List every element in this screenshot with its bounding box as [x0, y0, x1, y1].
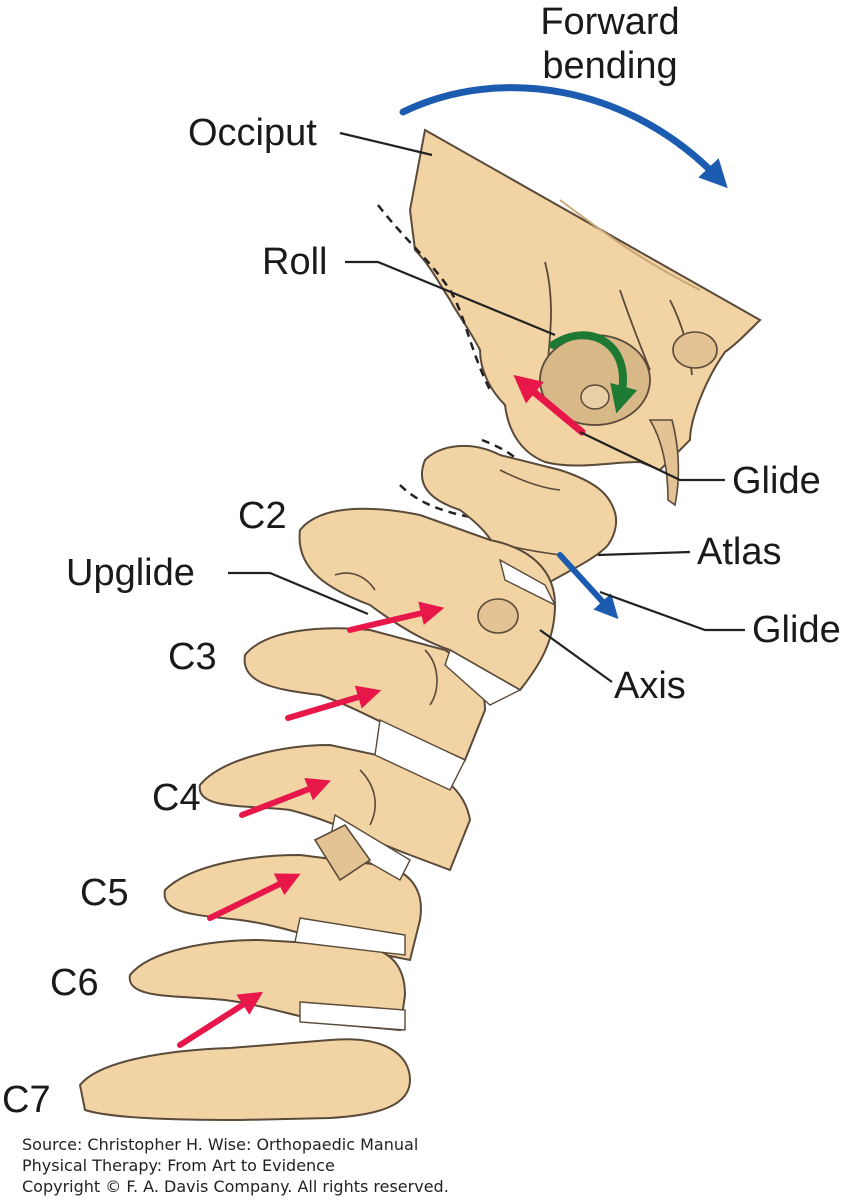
- disc-c3-c4: [374, 718, 466, 791]
- axis-bone: [298, 507, 557, 692]
- disc-c6-c7: [299, 1001, 406, 1031]
- axis-label: Axis: [614, 665, 686, 707]
- disc-c5-c6: [294, 917, 406, 956]
- glide-upper-label: Glide: [732, 460, 821, 502]
- forward-bending-line1: Forward: [540, 1, 680, 43]
- c2-label: C2: [238, 495, 287, 537]
- c4-facet: [359, 769, 376, 826]
- condyle-socket: [580, 384, 610, 410]
- forward-bending-arrow: [399, 84, 728, 189]
- source-credit: Source: Christopher H. Wise: Orthopaedic…: [22, 1134, 449, 1197]
- leader-roll: [345, 260, 556, 337]
- c5-label: C5: [80, 872, 129, 914]
- atlas-bone: [420, 444, 618, 587]
- leader-occiput: [339, 131, 433, 157]
- leader-upglide: [228, 571, 369, 616]
- leader-glide-lower: [599, 590, 745, 632]
- source-line1: Source: Christopher H. Wise: Orthopaedic…: [22, 1135, 419, 1154]
- upglide-arrow-c2-c3: [347, 601, 445, 633]
- leader-axis: [539, 629, 613, 683]
- c4-label: C4: [152, 777, 201, 819]
- upglide-arrow-c4-c5: [239, 778, 331, 818]
- glide-occiput-arrow: [513, 374, 586, 436]
- upglide-arrow-c5-c6: [207, 873, 301, 921]
- leader-glide-upper: [579, 431, 725, 482]
- c7-bone: [78, 1038, 412, 1122]
- roll-label: Roll: [262, 241, 328, 283]
- occiput-shading: [559, 199, 701, 291]
- disc-c2-c3: [444, 648, 522, 706]
- axis-foramen: [477, 598, 519, 634]
- axis-spinous: [334, 572, 376, 591]
- source-line3: Copyright © F. A. Davis Company. All rig…: [22, 1177, 449, 1196]
- c3-facet: [424, 649, 438, 706]
- mastoid-process: [648, 419, 680, 507]
- leader-atlas: [597, 550, 691, 557]
- occiput-foramen: [672, 331, 718, 369]
- atlas-label: Atlas: [697, 531, 782, 573]
- forward-bending-line2: bending: [542, 45, 678, 87]
- upglide-arrow-c6-c7: [177, 991, 264, 1048]
- disc-c1-c2: [498, 558, 557, 607]
- occiput-label: Occiput: [188, 112, 317, 154]
- upglide-label: Upglide: [66, 552, 195, 594]
- upglide-arrow-c3-c4: [285, 685, 382, 721]
- glide-atlas-arrow: [557, 552, 619, 620]
- c7-label: C7: [2, 1079, 51, 1121]
- c3-label: C3: [168, 636, 217, 678]
- c5-facet: [313, 823, 372, 882]
- source-line2: Physical Therapy: From Art to Evidence: [22, 1156, 335, 1175]
- occiput-bone: [408, 128, 762, 472]
- roll-arrow: [549, 331, 638, 414]
- forward-bending-label: Forward bending: [510, 0, 710, 88]
- c6-label: C6: [50, 962, 99, 1004]
- glide-lower-label: Glide: [752, 609, 841, 651]
